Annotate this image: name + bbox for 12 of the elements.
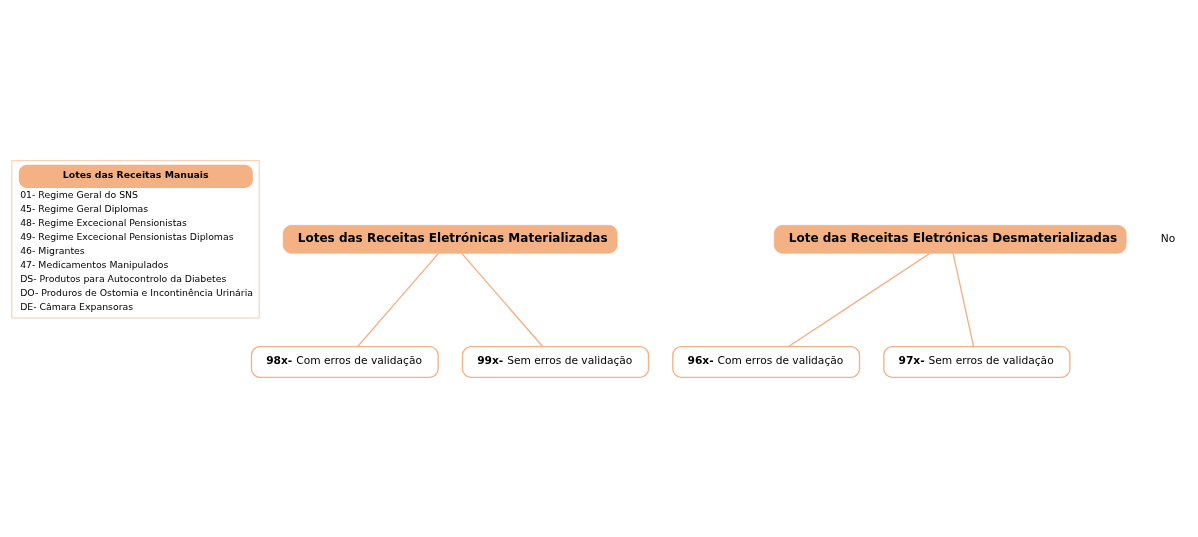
label: No (1160, 231, 1176, 245)
node-box: 96x- Com erros de validação (672, 345, 861, 378)
connector (788, 252, 931, 347)
connector (461, 252, 544, 347)
node-box: Lote das Receitas Eletrónicas Desmaterializadas (773, 224, 1127, 254)
node-box: Lotes das Receitas Eletrónicas Materializadas (282, 224, 618, 254)
node-box: 97x- Sem erros de validação (883, 345, 1071, 378)
node-box: Lotes das Receitas Manuais 01- Regime Geral do SNS 45- Regime Geral Diplomas 48- Regime Excecional Pensionistas 49- Regime Excecional Pensionistas Diplomas 46- Migrantes 47- Medicamentos Manipulados DS- Produtos para Autocontrolo da Diabetes DO- Produros de Ostomia e Incontinência Urinária DE- Câmara Expansoras (11, 159, 260, 318)
connector (952, 252, 975, 347)
node-box: 99x- Sem erros de validação (461, 345, 650, 378)
connector (357, 252, 440, 347)
node-box: 98x- Com erros de validação (250, 345, 439, 378)
